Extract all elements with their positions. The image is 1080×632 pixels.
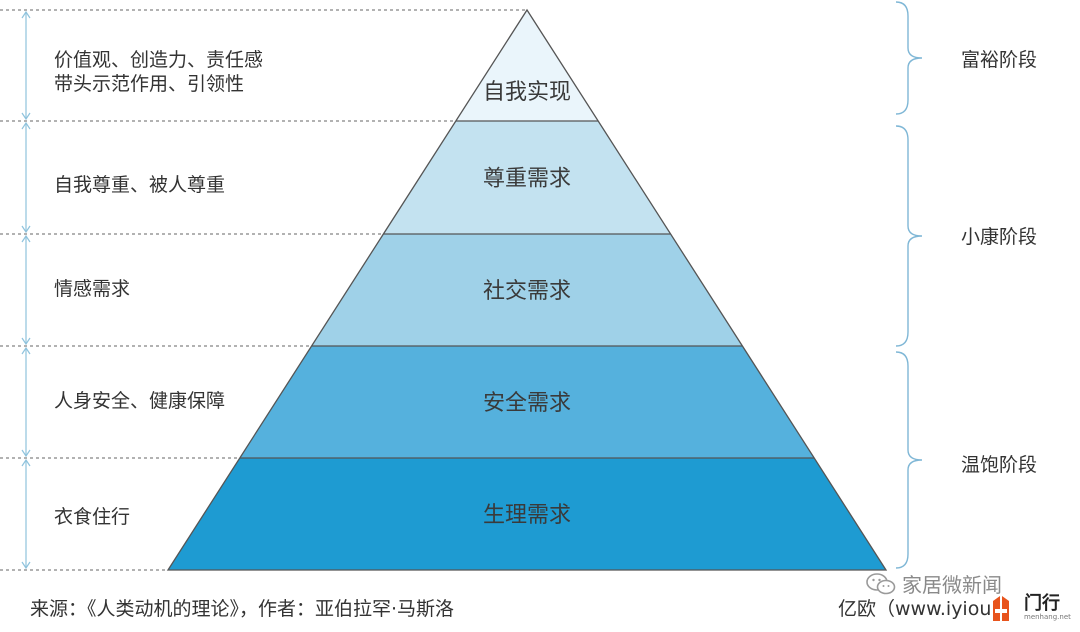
pyramid-layer-1 [383, 121, 671, 234]
source-caption: 来源：《人类动机的理论》，作者：亚伯拉罕·马斯洛 [30, 598, 455, 620]
stage-label-wealthy: 富裕阶段 [961, 49, 1038, 71]
menhang-logo: 门行 menhang.net [990, 593, 1071, 623]
desc-physiological: 衣食住行 [54, 505, 130, 529]
range-arrow-head [21, 121, 31, 130]
pyramid-outline [166, 8, 888, 571]
stage-label-subsistence: 温饱阶段 [961, 454, 1038, 476]
stage-label-moderate: 小康阶段 [961, 226, 1038, 248]
desc-line: 衣食住行 [54, 506, 131, 528]
menhang-logo-icon [993, 596, 1009, 621]
menhang-logo-text-block: 门行 menhang.net [1024, 593, 1071, 622]
desc-line: 带头示范作用、引领性 [54, 73, 245, 95]
pyramid-level-label: 安全需求 [483, 391, 571, 416]
range-arrow-head [21, 449, 31, 458]
range-arrow-head [21, 337, 31, 346]
pyramid-level-label: 生理需求 [483, 503, 571, 528]
range-arrow-head [21, 10, 31, 19]
range-arrow-head [21, 225, 31, 234]
credit-caption: 亿欧（www.iyiou [838, 598, 992, 620]
pyramid-layer-3 [239, 346, 815, 458]
guide-lines [0, 9, 527, 571]
range-arrow-head [21, 346, 31, 355]
pyramid-lines [166, 8, 888, 571]
desc-line: 价值观、创造力、责任感 [54, 49, 264, 71]
pyramid-layers [168, 10, 886, 570]
wechat-text: 家居微新闻 [902, 573, 1002, 597]
desc-line: 自我尊重、被人尊重 [54, 174, 226, 196]
desc-safety: 人身安全、健康保障 [54, 389, 225, 413]
pyramid-layer-2 [311, 234, 743, 346]
bracket-moderate [895, 125, 923, 347]
pyramid-layer-0 [455, 10, 599, 121]
range-arrow-head [21, 234, 31, 243]
desc-social: 情感需求 [54, 277, 130, 301]
range-arrow-head [21, 561, 31, 570]
pyramid-level-label: 自我实现 [483, 80, 571, 105]
wechat-watermark: 家居微新闻 [866, 569, 1002, 598]
desc-line: 情感需求 [54, 278, 131, 300]
wechat-icon [866, 572, 896, 594]
desc-esteem: 自我尊重、被人尊重 [54, 173, 225, 197]
pyramid-layer-4 [168, 458, 886, 570]
range-arrow-head [21, 458, 31, 467]
pyramid-level-label: 尊重需求 [483, 167, 571, 192]
menhang-logo-sub: menhang.net [1024, 613, 1071, 621]
desc-self-actualization: 价值观、创造力、责任感 带头示范作用、引领性 [54, 48, 263, 96]
menhang-logo-text: 门行 [1024, 593, 1060, 614]
range-arrow-head [21, 112, 31, 121]
bracket-wealthy [895, 1, 923, 115]
bracket-subsistence [895, 351, 923, 569]
stage-brackets [895, 1, 923, 569]
desc-line: 人身安全、健康保障 [54, 390, 226, 412]
pyramid-level-label: 社交需求 [483, 279, 571, 304]
